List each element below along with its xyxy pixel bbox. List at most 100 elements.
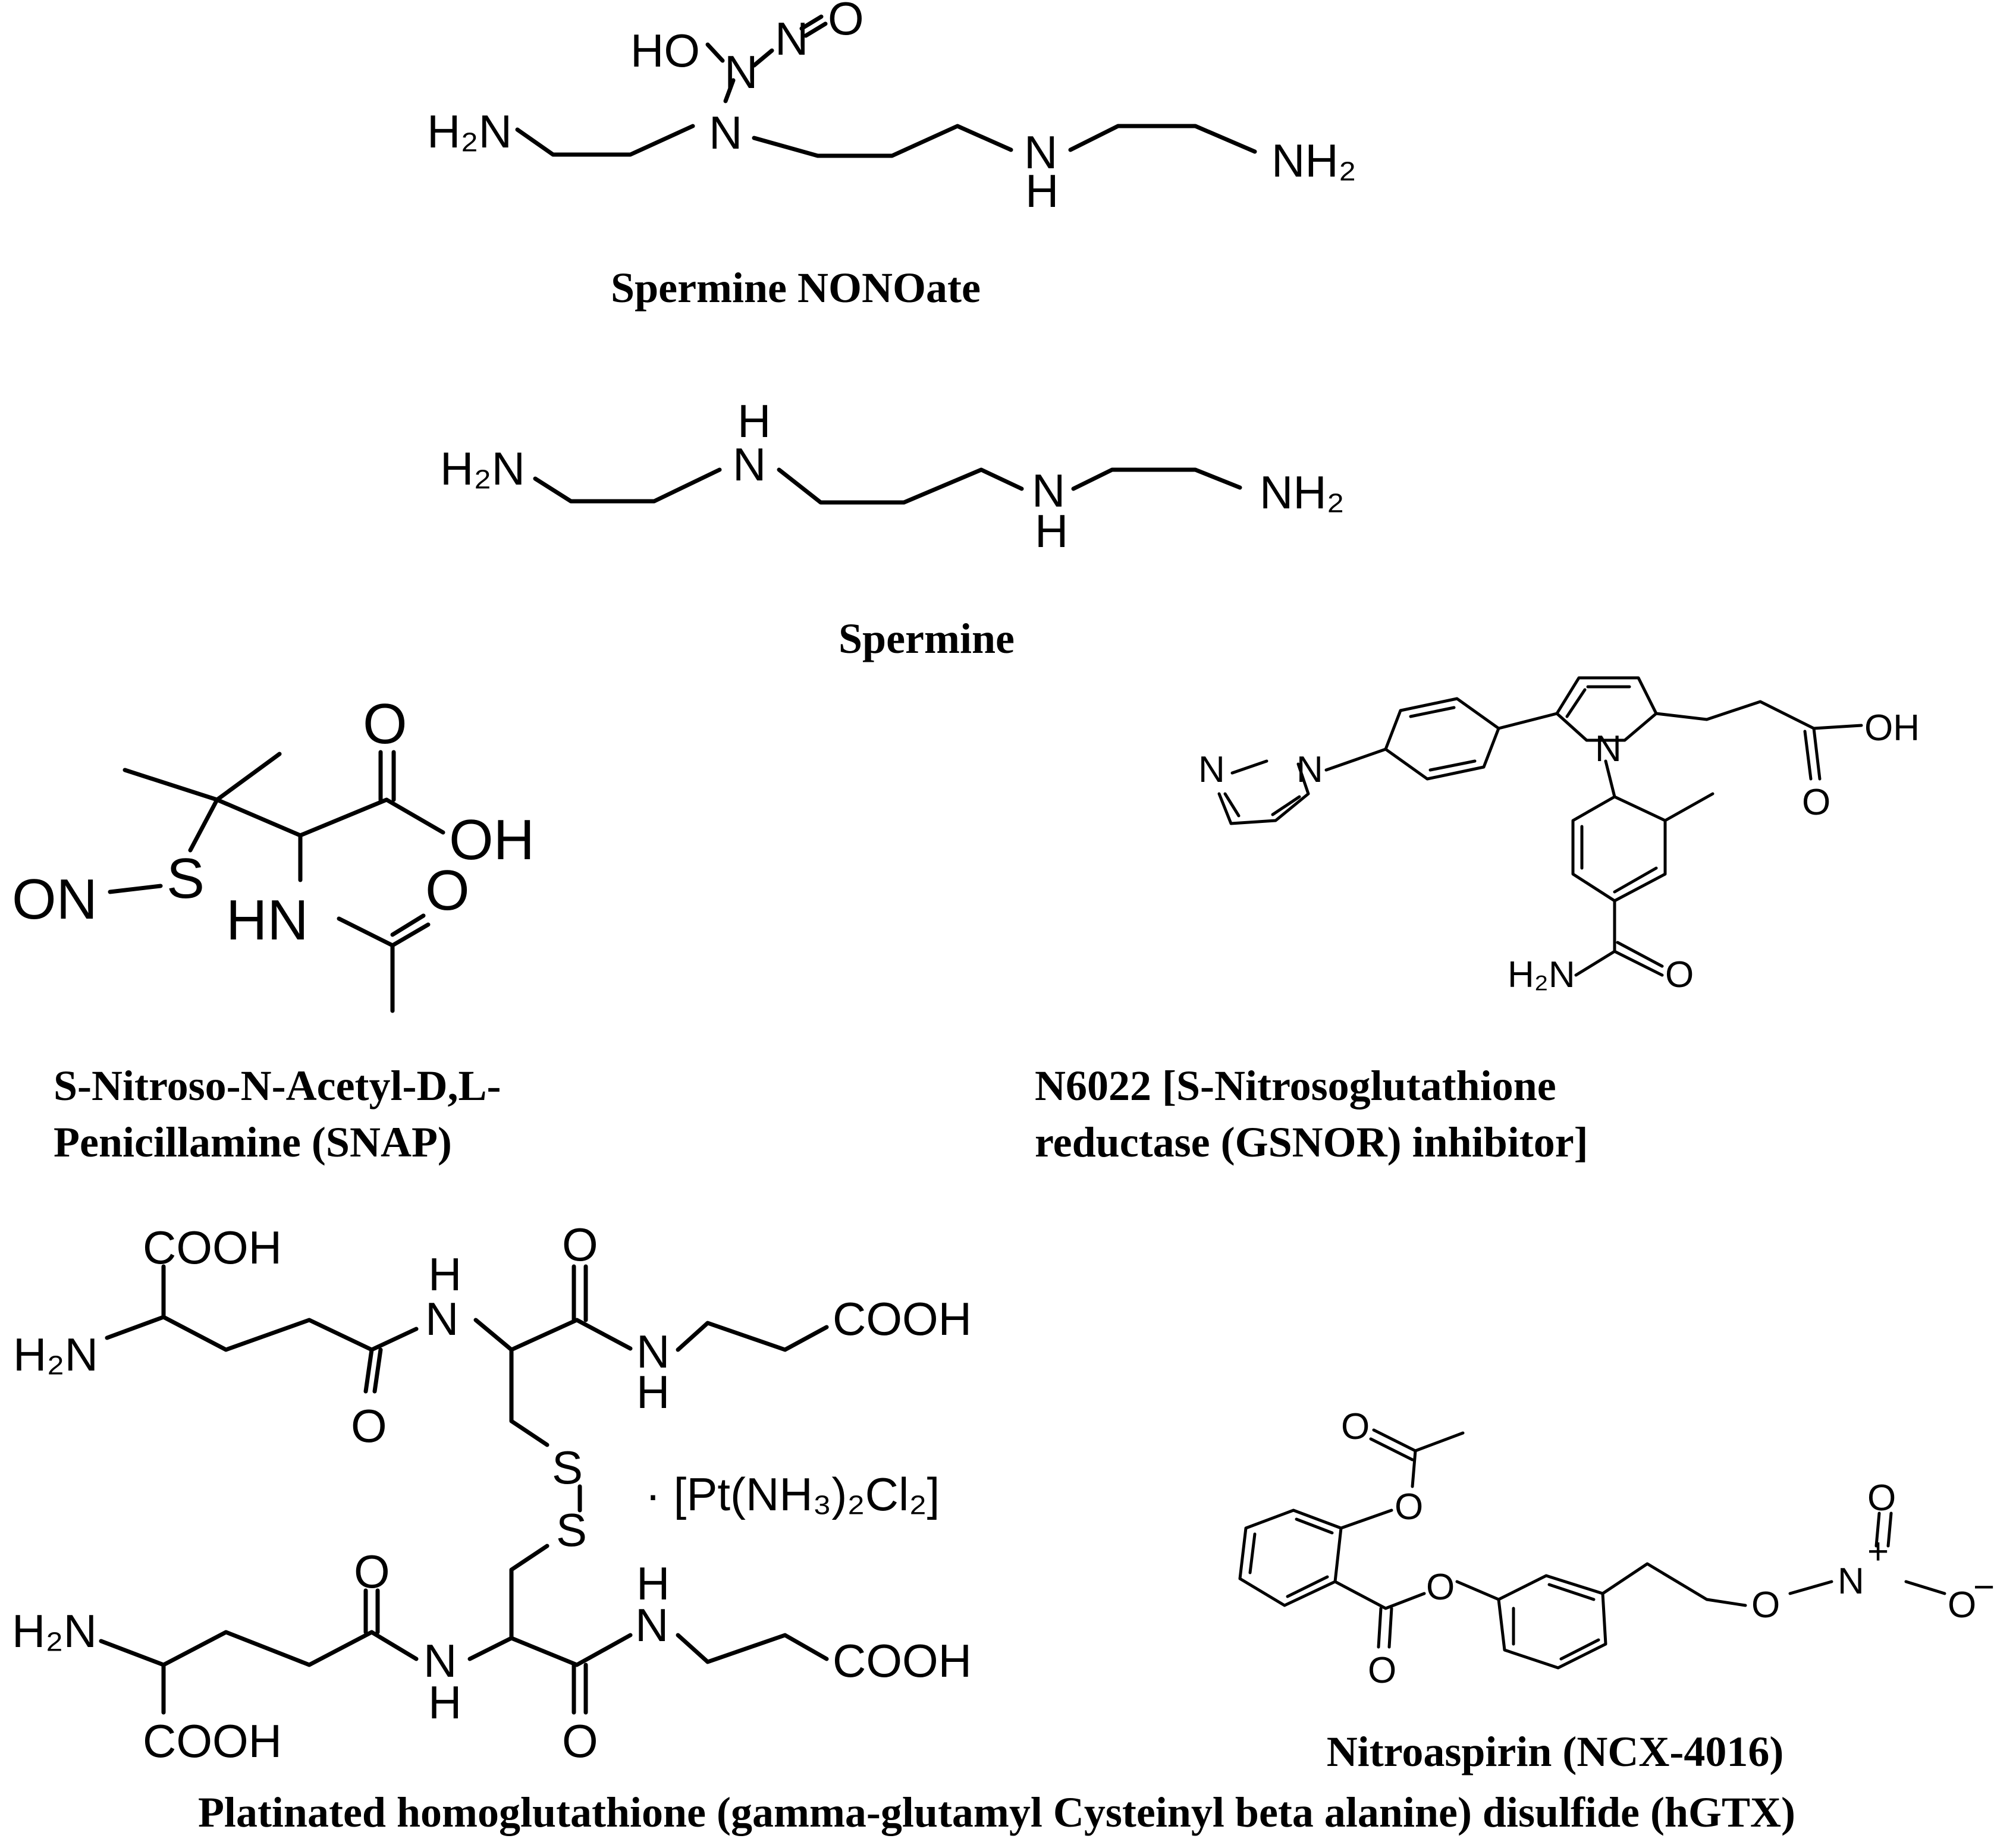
atom-s: S bbox=[167, 847, 205, 910]
bond bbox=[799, 14, 824, 31]
atom-n: N bbox=[635, 1599, 668, 1651]
bond bbox=[1663, 792, 1714, 822]
bond bbox=[723, 78, 736, 103]
atom-cooh: COOH bbox=[143, 1715, 282, 1767]
atom-s: S bbox=[556, 1504, 587, 1556]
bond bbox=[1654, 700, 1863, 730]
bond bbox=[1565, 688, 1587, 718]
atom-n: N bbox=[1198, 749, 1225, 790]
atom-o: O bbox=[1341, 1406, 1370, 1447]
atom-h: H bbox=[428, 1676, 461, 1728]
bond bbox=[1068, 124, 1257, 154]
atom-n: N bbox=[724, 46, 758, 98]
caption-spermine: Spermine bbox=[839, 615, 1015, 662]
atom-n: N bbox=[733, 438, 766, 491]
atom-o: O bbox=[1802, 782, 1830, 823]
bond bbox=[1324, 747, 1387, 772]
atom-ho: HO bbox=[630, 24, 700, 77]
bond bbox=[1571, 795, 1667, 903]
atom-o: O bbox=[1426, 1567, 1455, 1608]
bond bbox=[215, 797, 445, 838]
bond bbox=[473, 1318, 633, 1352]
bond bbox=[390, 913, 426, 937]
atom-charge-plus: + bbox=[1867, 1531, 1889, 1572]
caption-n6022-line1: N6022 [S-Nitrosoglutathione bbox=[1035, 1062, 1556, 1110]
bond bbox=[1248, 1532, 1257, 1574]
nitroaspirin-structure: O O O O O N + O O − Nitroaspirin (NCX-40… bbox=[1238, 1406, 1994, 1775]
bond bbox=[1574, 899, 1616, 977]
bond bbox=[676, 1633, 829, 1664]
caption-n6022-line2: reductase (GSNOR) inhibitor] bbox=[1035, 1118, 1588, 1166]
bond bbox=[1874, 1511, 1881, 1548]
bond bbox=[372, 1347, 383, 1394]
bond bbox=[1559, 1638, 1600, 1661]
atom-oh: OH bbox=[449, 808, 535, 872]
bond bbox=[1414, 1431, 1465, 1453]
atom-o: O bbox=[425, 859, 470, 922]
bond bbox=[369, 1630, 419, 1661]
atom-hn: HN bbox=[226, 888, 309, 952]
bond bbox=[1223, 792, 1241, 818]
bond bbox=[1886, 1511, 1893, 1548]
bond bbox=[1372, 1428, 1417, 1453]
bond bbox=[1613, 950, 1664, 977]
bond bbox=[1497, 1574, 1607, 1670]
bond bbox=[752, 124, 1013, 158]
atom-o: O bbox=[562, 1218, 598, 1271]
atom-h2n: H₂N bbox=[427, 105, 512, 158]
caption-nitroaspirin: Nitroaspirin (NCX-4016) bbox=[1327, 1728, 1784, 1775]
bond bbox=[1601, 1562, 1747, 1607]
bond bbox=[1411, 1449, 1417, 1488]
atom-o: O bbox=[562, 1715, 598, 1767]
snap-structure: O OH S ON HN O S-Nitroso-N-Acetyl-D,L- P… bbox=[12, 692, 535, 1166]
atom-charge-minus: − bbox=[1973, 1567, 1994, 1608]
bond bbox=[676, 1321, 829, 1352]
atom-o: O bbox=[354, 1545, 390, 1598]
atom-s: S bbox=[552, 1441, 583, 1494]
bond bbox=[1604, 759, 1616, 799]
atom-n: N bbox=[1032, 464, 1065, 517]
atom-o: O bbox=[351, 1400, 387, 1452]
bond bbox=[777, 467, 1024, 505]
atom-h2n: H₂N bbox=[13, 1328, 98, 1381]
bond bbox=[467, 1633, 633, 1667]
spermine-structure: H₂N H N N H NH₂ Spermine bbox=[440, 395, 1345, 662]
bond bbox=[803, 21, 828, 38]
atom-o: O bbox=[1368, 1650, 1396, 1691]
atom-pt-complex: · [Pt(NH₃)₂Cl₂] bbox=[645, 1468, 940, 1520]
bond bbox=[1428, 759, 1477, 772]
bond bbox=[1613, 866, 1658, 894]
bond bbox=[99, 1630, 374, 1667]
bond bbox=[1616, 941, 1664, 968]
bond bbox=[1230, 759, 1268, 775]
caption-snap-line2: Penicillamine (SNAP) bbox=[54, 1118, 452, 1166]
bond bbox=[1271, 795, 1301, 816]
bond bbox=[1071, 467, 1242, 491]
bond bbox=[1904, 1580, 1946, 1595]
bond bbox=[509, 1544, 549, 1640]
atom-o: O bbox=[1665, 954, 1694, 995]
bond bbox=[108, 884, 163, 894]
atom-nh2: NH₂ bbox=[1271, 134, 1356, 187]
bond bbox=[752, 48, 774, 68]
atom-n: N bbox=[775, 12, 808, 65]
bond bbox=[515, 124, 695, 157]
atom-o: O bbox=[1395, 1486, 1423, 1528]
atom-o: O bbox=[1948, 1585, 1976, 1626]
bond bbox=[123, 752, 282, 802]
atom-o: O bbox=[828, 0, 864, 45]
atom-cooh: COOH bbox=[833, 1635, 972, 1687]
bond bbox=[1286, 1575, 1329, 1598]
atom-o: O bbox=[1751, 1585, 1780, 1626]
atom-oh: OH bbox=[1864, 708, 1920, 749]
bond bbox=[1803, 730, 1813, 781]
atom-n: N bbox=[636, 1325, 670, 1378]
bond bbox=[1812, 727, 1822, 781]
atom-h2n: H₂N bbox=[440, 442, 525, 495]
bond bbox=[1217, 762, 1310, 825]
bond bbox=[1238, 1508, 1343, 1607]
atom-h: H bbox=[1025, 165, 1059, 217]
atom-nh2: NH₂ bbox=[1260, 466, 1345, 518]
atom-h: H bbox=[737, 395, 771, 447]
